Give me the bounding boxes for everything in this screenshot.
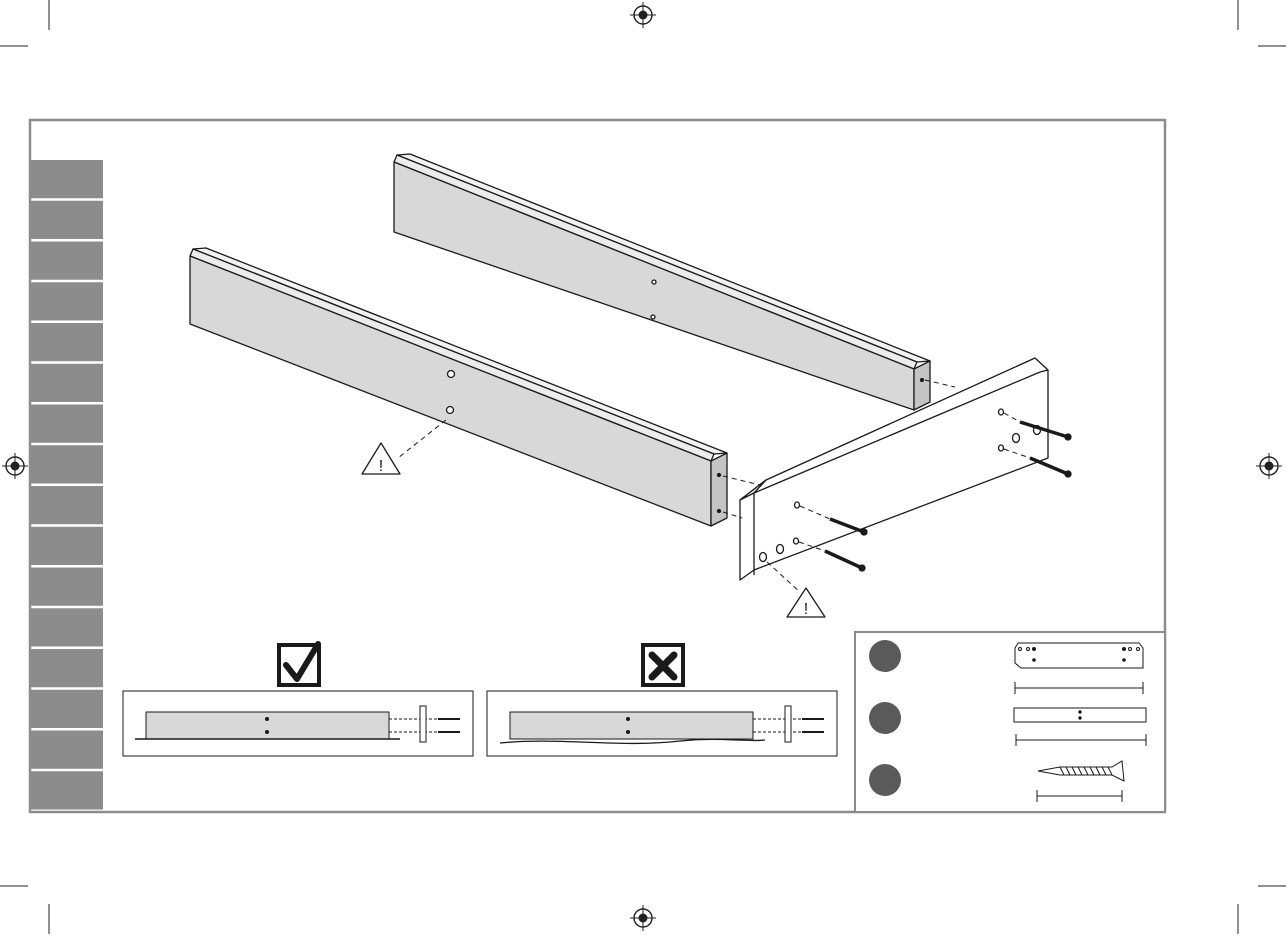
- side-tab: [30, 405, 103, 443]
- warning-triangle-icon: !: [787, 588, 825, 618]
- part-badge-circle-icon: [869, 640, 901, 672]
- side-tab: [30, 690, 103, 728]
- side-tab: [30, 771, 103, 809]
- incorrect-alignment-detail: [487, 691, 837, 756]
- warning-symbol: !: [379, 458, 383, 475]
- correct-alignment-detail: [123, 691, 473, 756]
- incorrect-icon-group: [643, 645, 683, 685]
- side-tab: [30, 201, 103, 239]
- side-tab: [30, 364, 103, 402]
- side-tab-strip: [30, 160, 103, 810]
- side-tab: [30, 323, 103, 361]
- registration-crosshair-icon: [630, 905, 656, 931]
- side-tab: [30, 568, 103, 606]
- side-tab: [30, 731, 103, 769]
- registration-crosshair-icon: [1256, 453, 1282, 479]
- side-tab: [30, 486, 103, 524]
- registration-crosshair-icon: [2, 453, 28, 479]
- correct-icon-group: [279, 644, 319, 685]
- warning-symbol: !: [804, 601, 808, 618]
- registration-crosshair-icon: [630, 2, 656, 28]
- part-badge-circle-icon: [869, 702, 901, 734]
- side-tab: [30, 445, 103, 483]
- side-tab: [30, 160, 103, 198]
- side-tab: [30, 608, 103, 646]
- side-tab: [30, 242, 103, 280]
- assembly-illustration: ! !: [190, 154, 1071, 618]
- side-tab: [30, 527, 103, 565]
- parts-legend: [855, 632, 1165, 812]
- warning-triangle-icon: !: [362, 443, 400, 475]
- side-tab: [30, 649, 103, 687]
- part-badge-circle-icon: [869, 764, 901, 796]
- side-tab: [30, 282, 103, 320]
